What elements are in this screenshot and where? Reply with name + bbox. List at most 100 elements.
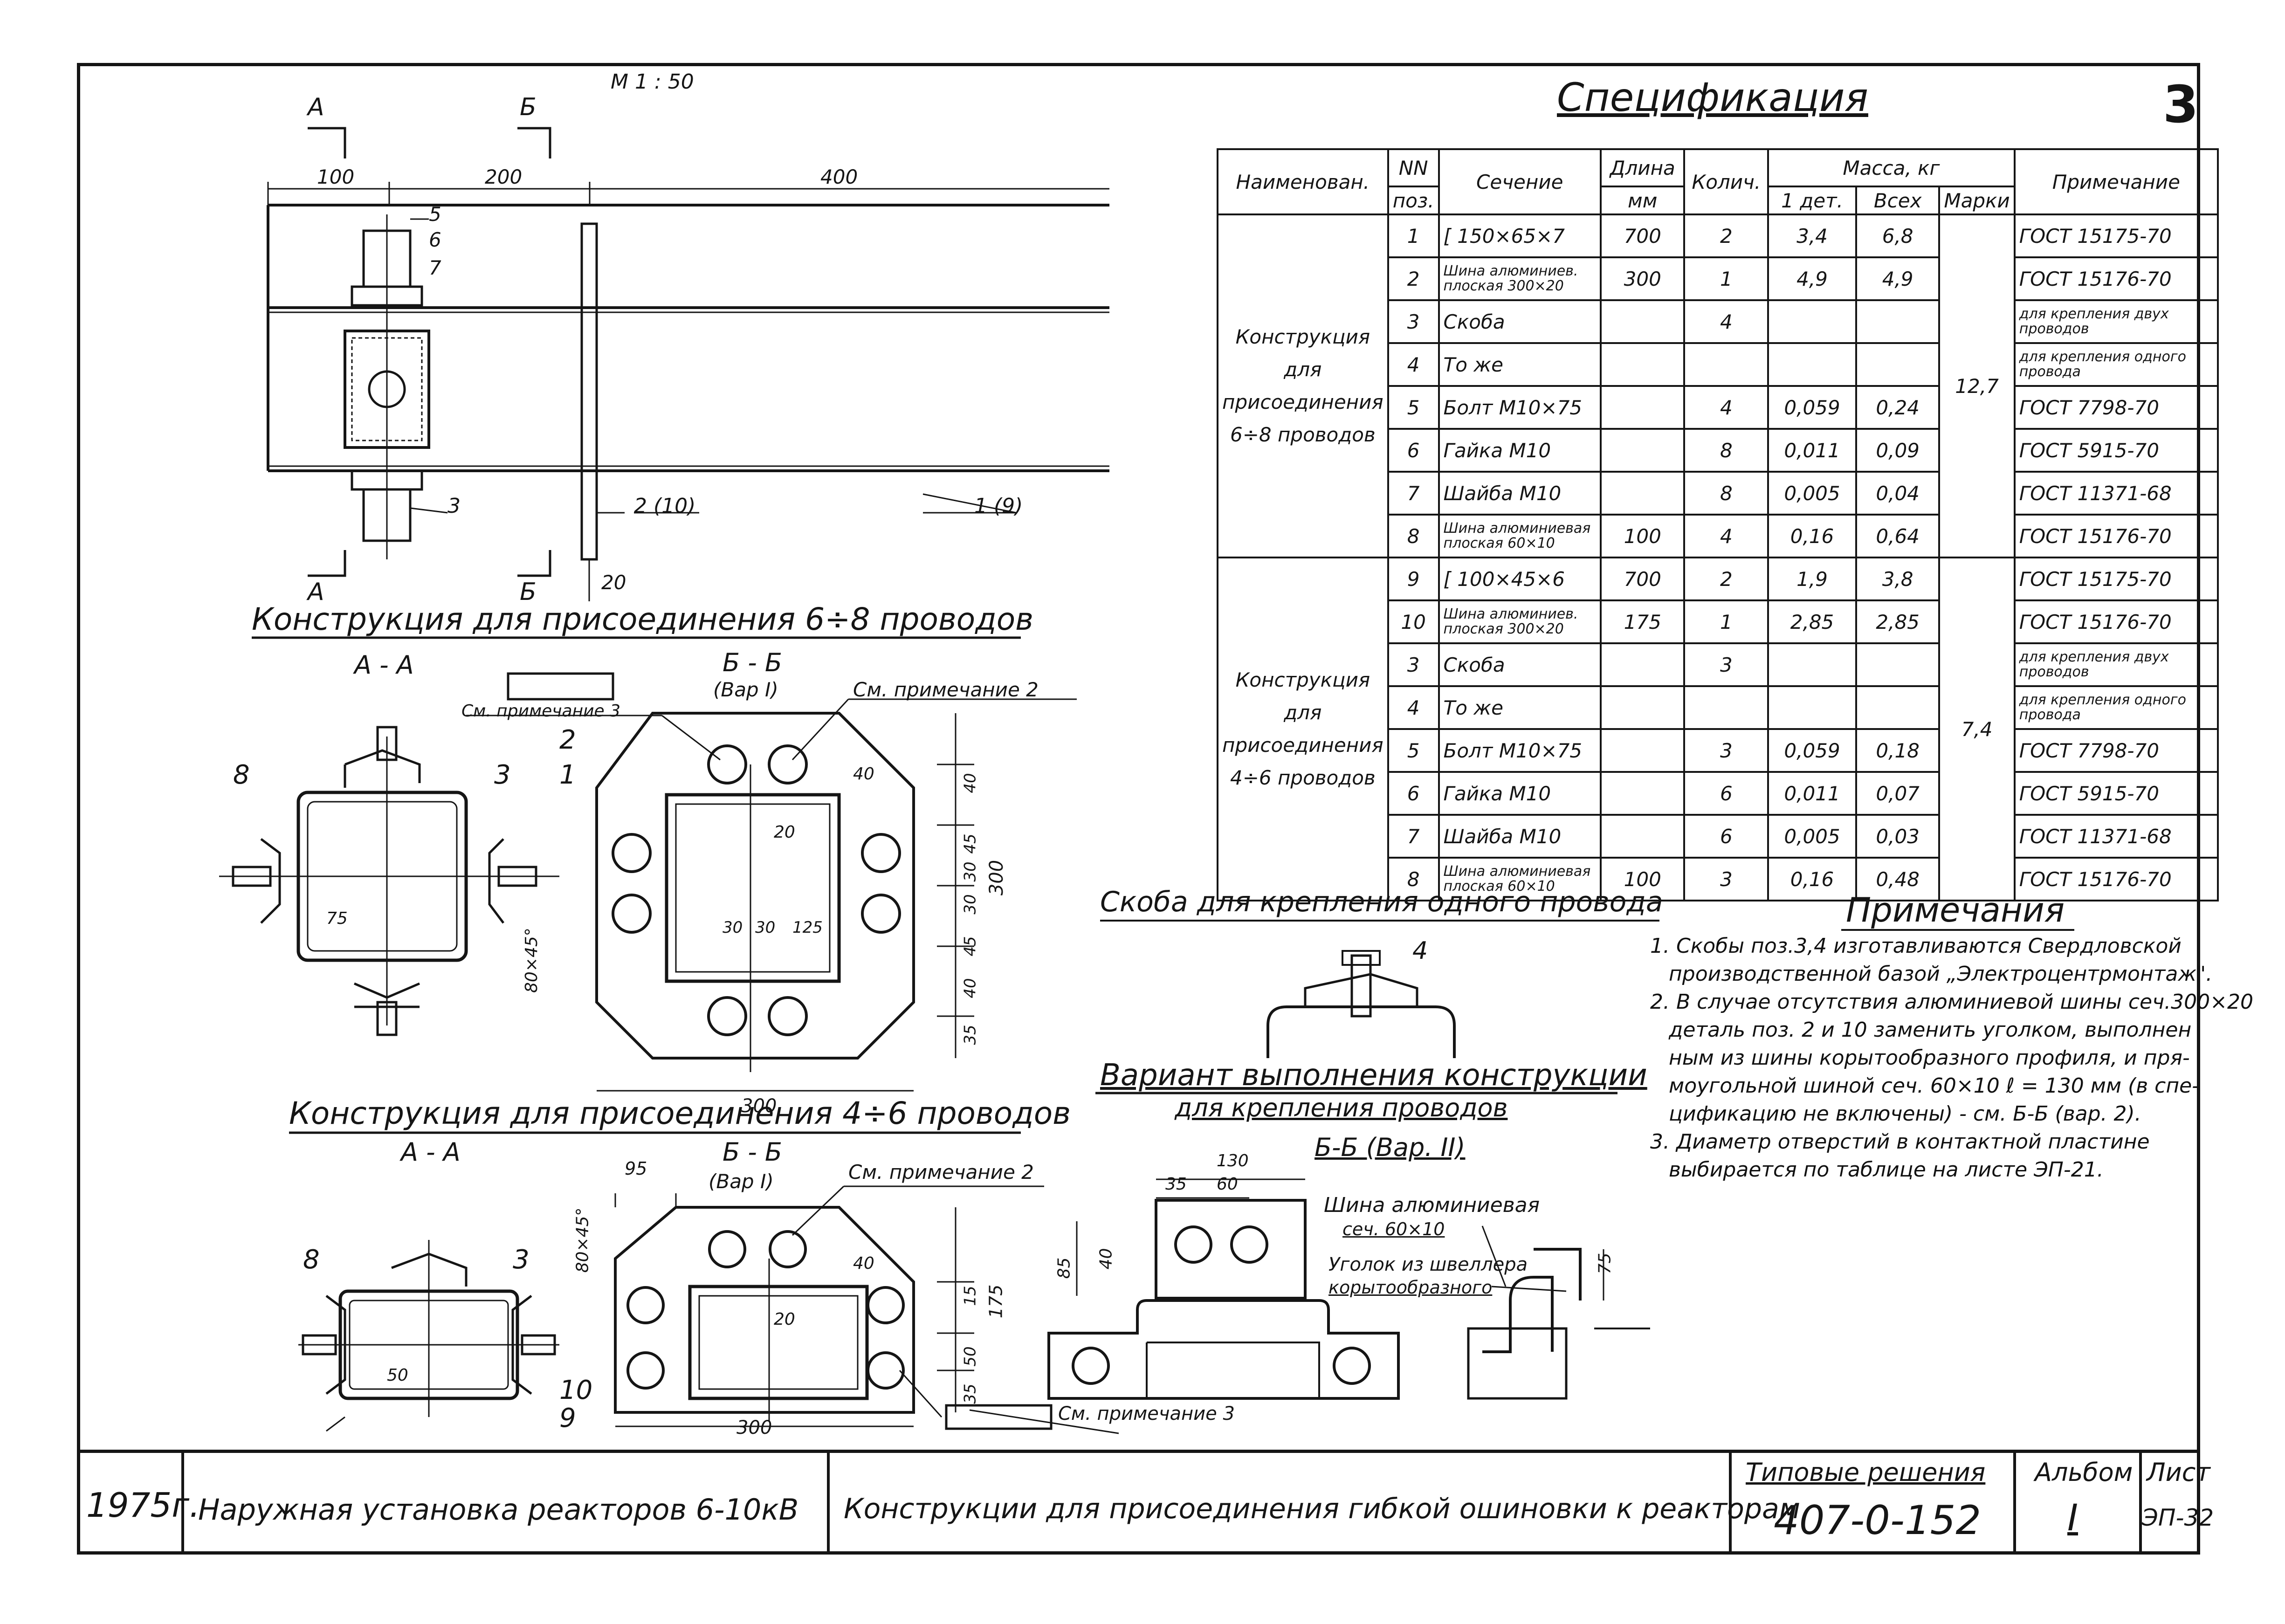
spec-cell-note: ГОСТ 5915-70	[2013, 428, 2219, 473]
spec-group-name-line: для	[1284, 701, 1322, 724]
spec-cell-qty: 3	[1683, 728, 1769, 773]
spec-mark-mass: 12,7	[1938, 213, 2016, 558]
note-line: 3. Диаметр отверстий в контактной пласти…	[1650, 1130, 2150, 1154]
variant-label-angle: Уголок из швеллера	[1328, 1254, 1528, 1275]
dim-lower-175: 175	[985, 1284, 1006, 1319]
spec-cell-m1: 1,9	[1767, 557, 1857, 601]
spec-cell-note: для крепления двух проводов	[2013, 299, 2219, 344]
spec-cell-note: ГОСТ 7798-70	[2013, 385, 2219, 430]
note-line: ным из шины корытообразного профиля, и п…	[1669, 1046, 2190, 1070]
col-note: Примечание	[2013, 148, 2219, 215]
spec-cell-m1	[1767, 642, 1857, 687]
section-mark-A-bottom: А	[308, 578, 324, 606]
spec-cell-section: Болт М10×75	[1438, 385, 1602, 430]
spec-cell-section: Шайба М10	[1438, 471, 1602, 516]
spec-cell-m1: 0,059	[1767, 728, 1857, 773]
spec-group-name-line: для	[1284, 358, 1322, 381]
variant-section: Б-Б (Вар. II)	[1315, 1133, 1466, 1162]
note-line: производственной базой „Электроцентрмонт…	[1669, 962, 2213, 986]
spec-cell-note: ГОСТ 15175-70	[2013, 213, 2219, 258]
spec-cell-pos: 3	[1387, 299, 1440, 344]
dim-lower-40: 40	[853, 1254, 874, 1273]
dim-bb-40a: 40	[961, 773, 980, 793]
spec-cell-mall: 0,07	[1855, 771, 1941, 816]
dim-bb-30d: 30	[755, 918, 776, 937]
spec-cell-m1: 0,005	[1767, 814, 1857, 859]
spec-cell-m1	[1767, 342, 1857, 387]
label-9-lower: 9	[559, 1403, 576, 1433]
spec-cell-note: ГОСТ 15176-70	[2013, 256, 2219, 301]
notes-list: 1. Скобы поз.3,4 изготавливаются Свердло…	[1650, 932, 2253, 1184]
dim-bb-125: 125	[792, 918, 823, 937]
variant-II-drawing	[1047, 1092, 1650, 1400]
spec-cell-m1: 0,011	[1767, 771, 1857, 816]
spec-cell-qty: 1	[1683, 256, 1769, 301]
spec-cell-note: ГОСТ 7798-70	[2013, 728, 2219, 773]
variant-label-bus: Шина алюминиевая	[1324, 1193, 1540, 1217]
spec-cell-pos: 1	[1387, 213, 1440, 258]
note-line: деталь поз. 2 и 10 заменить уголком, вып…	[1669, 1018, 2192, 1042]
var-I-upper: (Вар I)	[713, 678, 778, 701]
spec-cell-section: Гайка М10	[1438, 428, 1602, 473]
label-2-upper: 2	[559, 725, 576, 755]
col-mass-1: 1 дет.	[1767, 186, 1857, 215]
spec-cell-section: То же	[1438, 685, 1602, 730]
title-block: 1975г. Наружная установка реакторов 6-10…	[77, 1450, 2214, 1558]
spec-cell-length	[1599, 471, 1686, 516]
tb-project: Наружная установка реакторов 6-10кВ	[198, 1493, 799, 1527]
spec-cell-pos: 10	[1387, 599, 1440, 644]
spec-cell-pos: 2	[1387, 256, 1440, 301]
spec-cell-length: 175	[1599, 599, 1686, 644]
spec-cell-length: 700	[1599, 557, 1686, 601]
dim-lower-300: 300	[736, 1417, 772, 1438]
spec-group-name-line: Конструкция	[1235, 668, 1370, 691]
section-mark-B-top: Б	[520, 93, 537, 121]
spec-cell-qty	[1683, 342, 1769, 387]
spec-cell-mall: 0,03	[1855, 814, 1941, 859]
note-line: 1. Скобы поз.3,4 изготавливаются Свердло…	[1650, 934, 2182, 958]
col-name: Наименован.	[1217, 148, 1389, 215]
callout-6: 6	[429, 228, 441, 251]
tb-typical-label: Типовые решения	[1746, 1458, 1986, 1487]
col-pos-a: NN	[1387, 148, 1440, 187]
spec-cell-qty: 3	[1683, 642, 1769, 687]
spec-cell-qty: 8	[1683, 428, 1769, 473]
spec-cell-m1: 0,16	[1767, 514, 1857, 558]
spec-cell-length	[1599, 771, 1686, 816]
spec-cell-qty: 2	[1683, 557, 1769, 601]
spec-cell-length	[1599, 428, 1686, 473]
dim-lower-95: 95	[625, 1158, 647, 1179]
spec-cell-note: для крепления одного провода	[2013, 685, 2219, 730]
tb-sheet-value: ЭП-32	[2142, 1504, 2214, 1531]
dim-80x45-lower: 80×45°	[573, 1207, 592, 1273]
spec-cell-section: То же	[1438, 342, 1602, 387]
tb-typical-cell: Типовые решения 407-0-152	[1732, 1453, 2016, 1555]
spec-cell-m1: 2,85	[1767, 599, 1857, 644]
dim-lower-50: 50	[961, 1346, 980, 1367]
variant-dim-130: 130	[1217, 1151, 1249, 1170]
specification-table: Наименован. NN Сечение Длина Колич. Масс…	[1217, 148, 2219, 901]
spec-cell-length	[1599, 342, 1686, 387]
spec-cell-qty	[1683, 685, 1769, 730]
tb-drawing: Конструкции для присоединения гибкой оши…	[844, 1493, 1800, 1525]
spec-cell-pos: 7	[1387, 471, 1440, 516]
spec-cell-qty: 2	[1683, 213, 1769, 258]
spec-cell-length: 300	[1599, 256, 1686, 301]
tb-year: 1975г.	[86, 1486, 200, 1525]
spec-cell-m1: 0,005	[1767, 471, 1857, 516]
heading-4-6: Конструкция для присоединения 4÷6 провод…	[289, 1095, 1071, 1131]
spec-cell-section: Болт М10×75	[1438, 728, 1602, 773]
spec-cell-note: ГОСТ 15176-70	[2013, 857, 2219, 901]
spec-cell-m1	[1767, 299, 1857, 344]
col-pos-b: поз.	[1387, 186, 1440, 215]
spec-cell-section: Шина алюминиевая плоская 60×10	[1438, 514, 1602, 558]
spec-cell-pos: 4	[1387, 342, 1440, 387]
dim-bb-45b: 45	[961, 936, 980, 957]
dim-bb-30a: 30	[961, 861, 980, 882]
spec-cell-length: 700	[1599, 213, 1686, 258]
